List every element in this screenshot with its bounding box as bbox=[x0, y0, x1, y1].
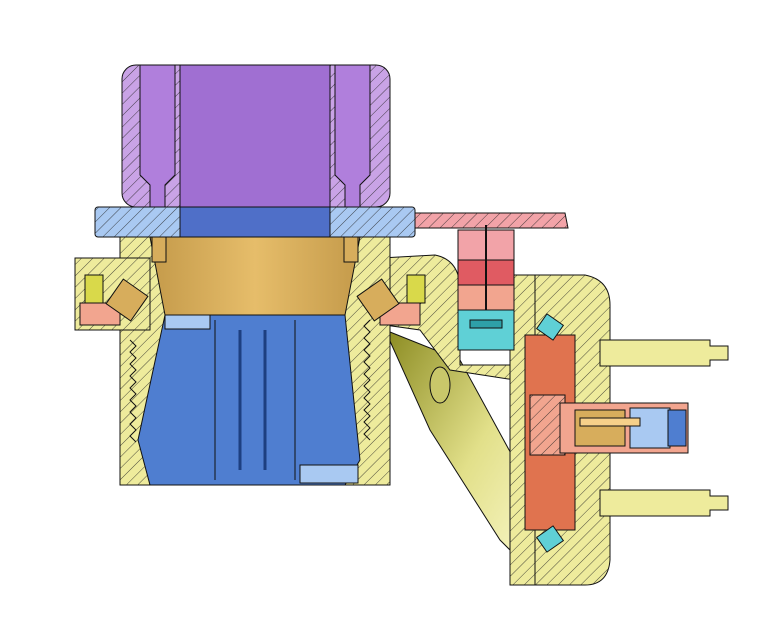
valve-assembly bbox=[458, 225, 514, 350]
taper-cone bbox=[150, 237, 360, 315]
lever-arm bbox=[415, 213, 568, 228]
collet bbox=[138, 315, 360, 485]
small-motor bbox=[560, 403, 688, 453]
upper-shaft bbox=[600, 340, 728, 366]
bearing-ball-bottom bbox=[537, 526, 564, 552]
left-thread bbox=[130, 340, 136, 442]
lower-shaft bbox=[600, 490, 728, 516]
right-thread bbox=[364, 320, 370, 440]
right-pin bbox=[407, 275, 425, 303]
left-pin bbox=[85, 275, 103, 303]
bearing-ball-top bbox=[537, 314, 564, 340]
right-bolt-channel bbox=[335, 65, 370, 207]
output-shafts bbox=[600, 340, 728, 516]
right-housing bbox=[510, 275, 610, 585]
central-bore bbox=[180, 65, 330, 207]
left-bolt-channel bbox=[140, 65, 175, 207]
bearing-right bbox=[357, 279, 399, 321]
arm-hole bbox=[430, 367, 450, 403]
bearing-left bbox=[106, 279, 148, 321]
clamp-plate bbox=[95, 207, 415, 237]
top-cap bbox=[122, 65, 390, 262]
